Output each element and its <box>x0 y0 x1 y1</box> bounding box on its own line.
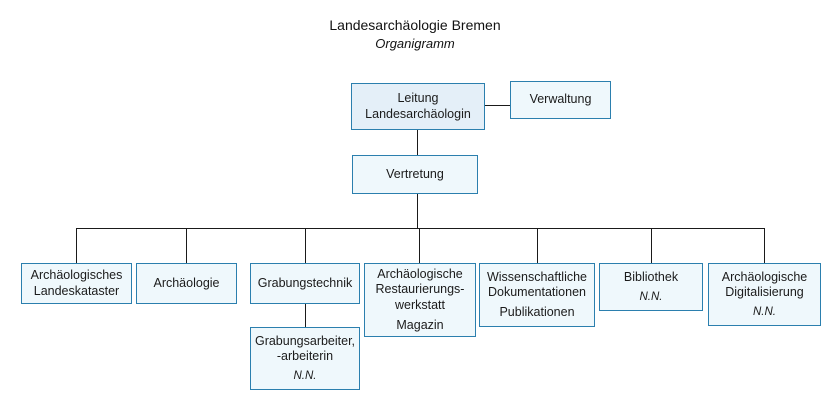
org-box-restaurierungswerkstatt-label: Archäologische Restaurierungs- werkstatt <box>375 267 465 312</box>
org-box-digitalisierung: Archäologische Digitalisierung N.N. <box>708 263 821 326</box>
org-box-landeskataster: Archäologisches Landeskataster <box>21 263 132 304</box>
connector-drop-6 <box>651 228 652 263</box>
org-box-dokumentationen: Wissenschaftliche Dokumentationen Publik… <box>479 263 595 327</box>
org-box-restaurierungswerkstatt: Archäologische Restaurierungs- werkstatt… <box>364 263 476 337</box>
org-box-digitalisierung-label: Archäologische Digitalisierung <box>721 270 808 300</box>
connector-drop-7 <box>764 228 765 263</box>
page-title: Landesarchäologie Bremen <box>329 17 501 33</box>
org-box-landeskataster-label: Archäologisches Landeskataster <box>30 268 123 298</box>
org-box-verwaltung: Verwaltung <box>510 81 611 119</box>
org-box-verwaltung-label: Verwaltung <box>529 92 592 107</box>
org-box-vertretung-label: Vertretung <box>386 166 444 181</box>
org-box-bibliothek-label: Bibliothek <box>623 270 679 285</box>
org-box-dokumentationen-sublabel: Publikationen <box>499 305 575 320</box>
org-box-grabungsarbeiter-label: Grabungsarbeiter, -arbeiterin <box>254 334 356 364</box>
connector-drop-4 <box>419 228 420 263</box>
org-box-grabungstechnik-label: Grabungstechnik <box>257 275 353 290</box>
page-subtitle: Organigramm <box>375 36 455 51</box>
org-box-grabungsarbeiter: Grabungsarbeiter, -arbeiterin N.N. <box>250 327 360 390</box>
org-box-archaeologie: Archäologie <box>136 263 237 304</box>
connector-rail <box>76 228 765 229</box>
org-box-vertretung: Vertretung <box>352 155 478 194</box>
connector-drop-1 <box>76 228 77 263</box>
connector-vertretung-rail <box>417 194 418 228</box>
org-box-leitung: Leitung Landesarchäologin <box>351 83 485 130</box>
connector-drop-5 <box>537 228 538 263</box>
org-box-grabungstechnik: Grabungstechnik <box>250 263 360 304</box>
org-box-bibliothek-nn: N.N. <box>639 290 663 303</box>
org-box-leitung-label: Leitung Landesarchäologin <box>365 91 471 121</box>
org-box-digitalisierung-nn: N.N. <box>753 305 776 318</box>
connector-drop-3 <box>305 228 306 263</box>
connector-drop-2 <box>186 228 187 263</box>
org-box-dokumentationen-label: Wissenschaftliche Dokumentationen <box>486 269 588 299</box>
org-box-bibliothek: Bibliothek N.N. <box>599 263 703 311</box>
connector-leitung-verwaltung <box>485 105 510 106</box>
connector-leitung-vertretung <box>417 130 418 155</box>
connector-grabungstechnik-sub <box>305 304 306 327</box>
org-box-restaurierungswerkstatt-sublabel: Magazin <box>396 317 444 332</box>
org-box-grabungsarbeiter-nn: N.N. <box>293 369 317 382</box>
org-box-archaeologie-label: Archäologie <box>153 275 220 290</box>
